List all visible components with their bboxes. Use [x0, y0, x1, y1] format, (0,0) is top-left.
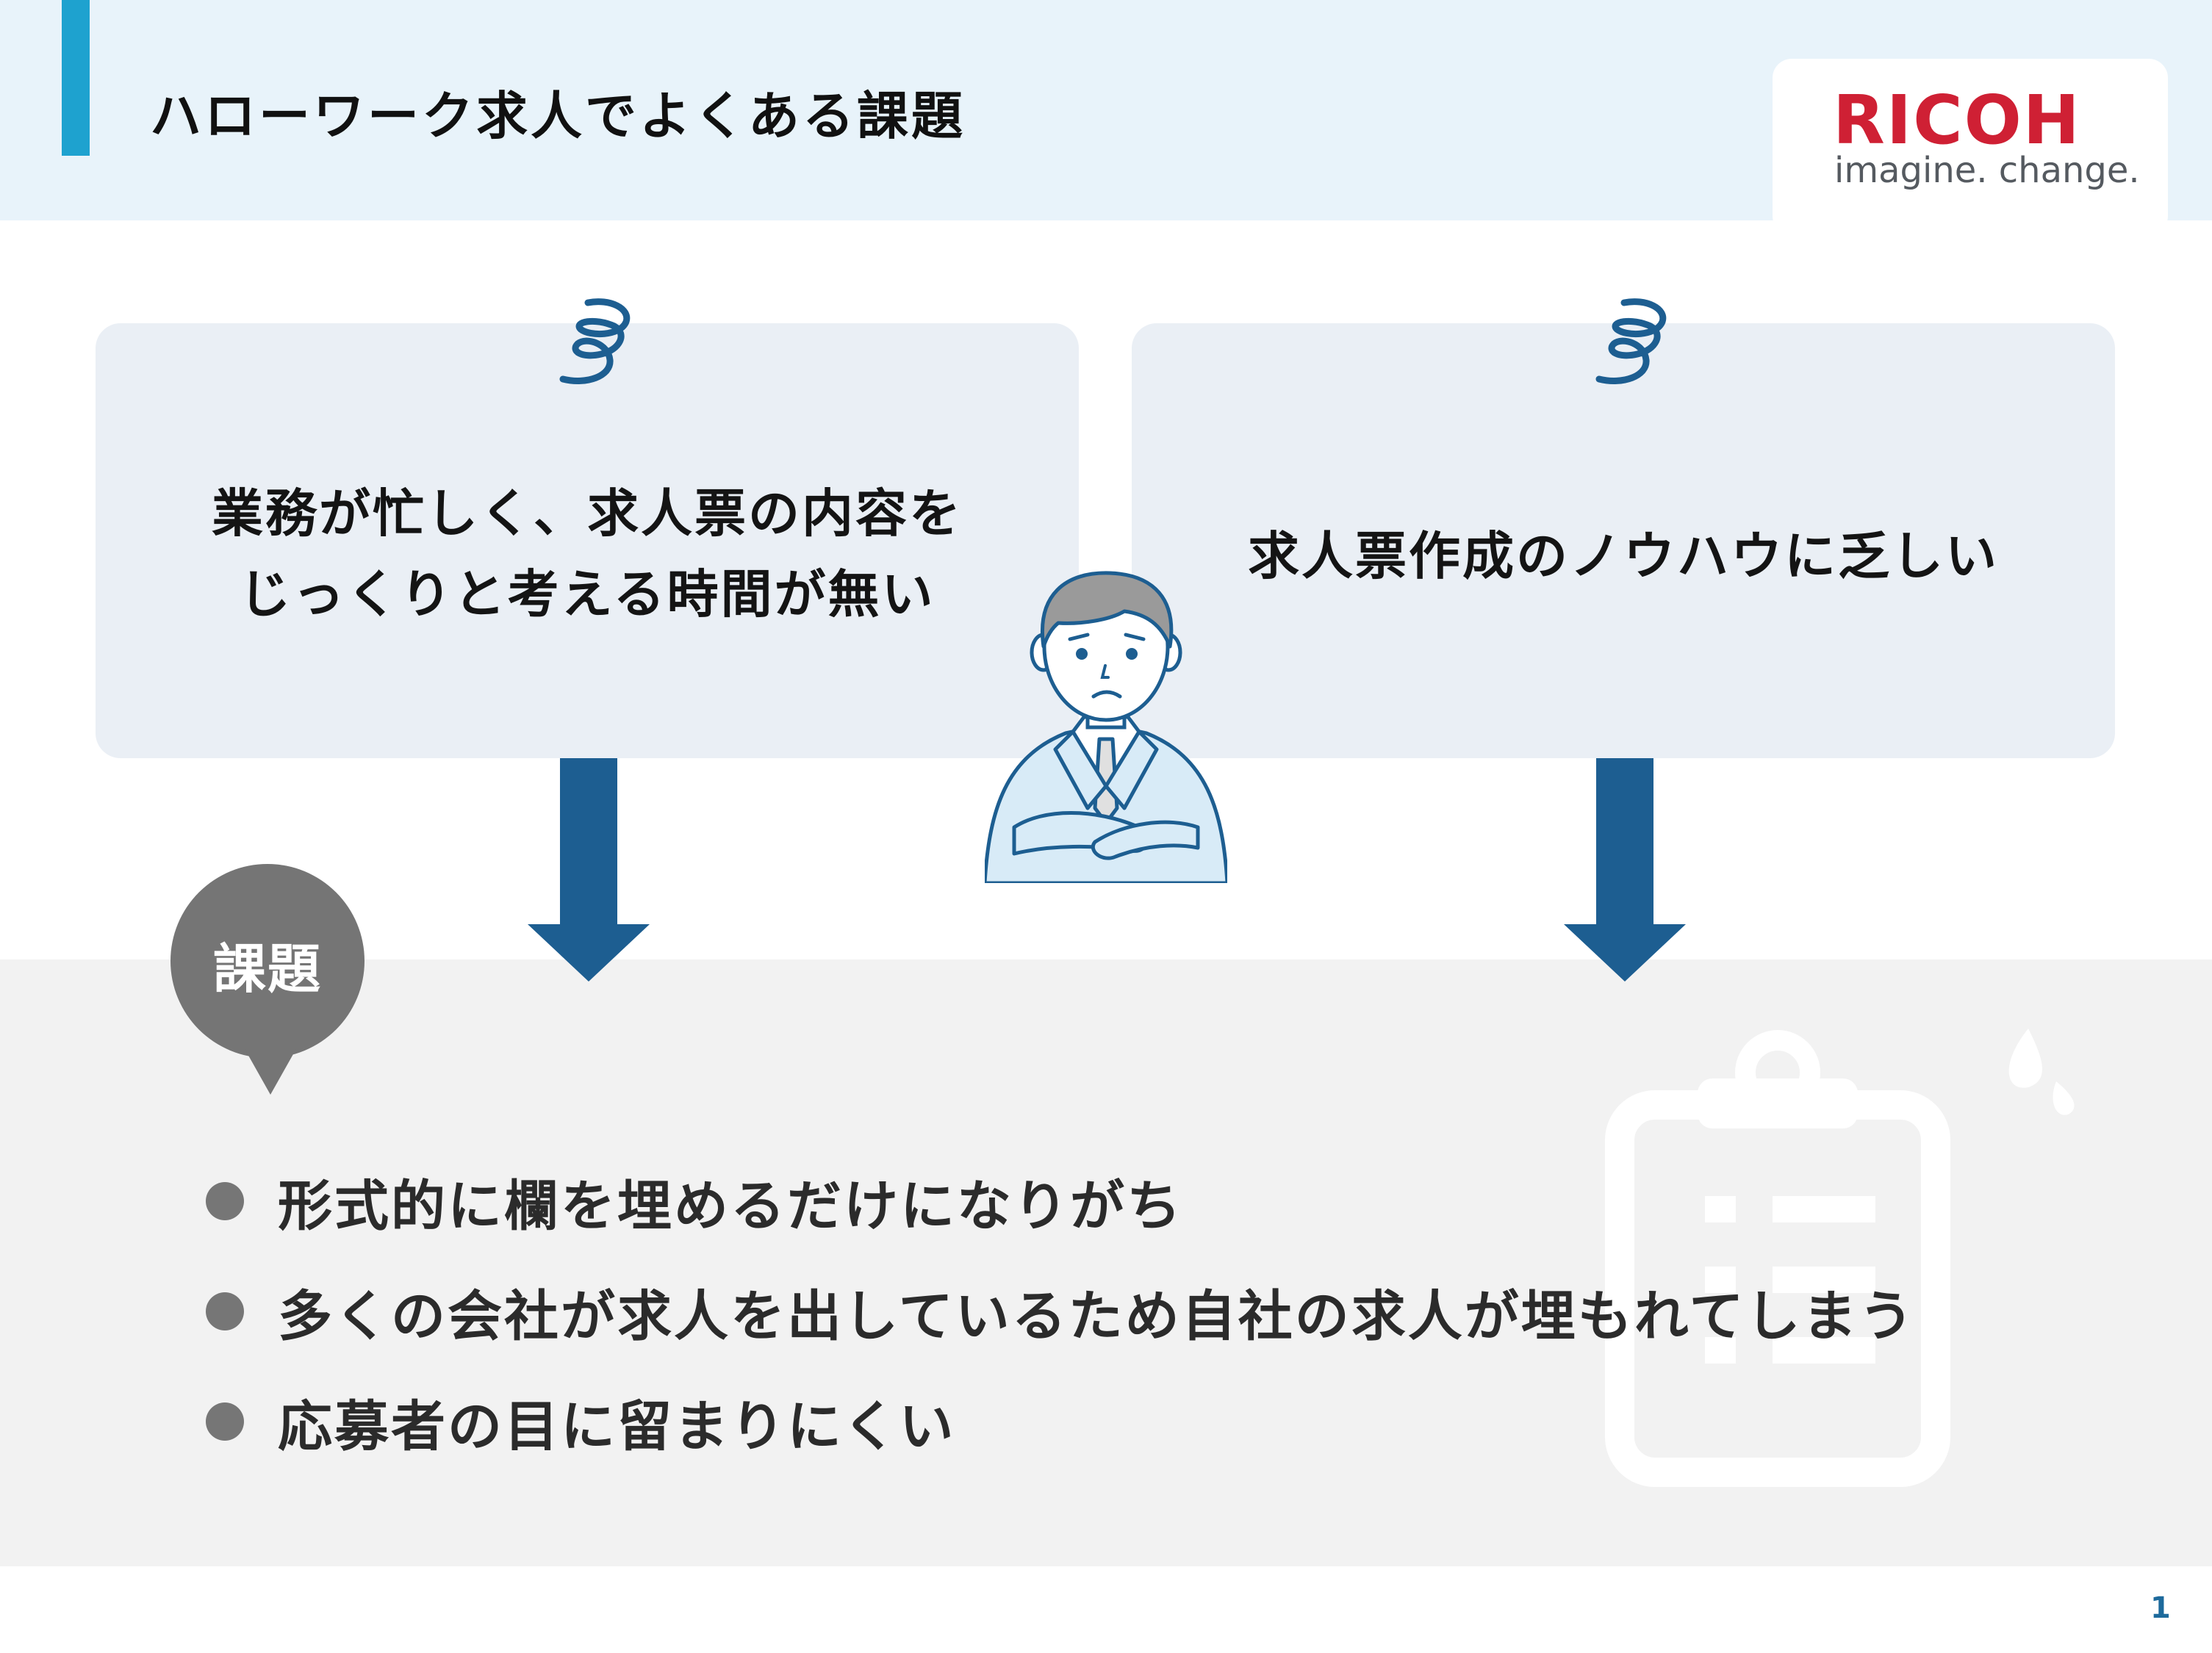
problem-card-busy: 業務が忙しく、求人票の内容を じっくりと考える時間が無い [96, 323, 1079, 758]
problem-line: 求人票作成のノウハウに乏しい [1248, 526, 1999, 586]
list-item: 多くの会社が求人を出しているため自社の求人が埋もれてしまう [206, 1256, 1916, 1366]
down-arrow-icon [528, 758, 650, 982]
logo-card [1773, 59, 2168, 235]
issue-text: 形式的に欄を埋めるだけになりがち [278, 1174, 1183, 1238]
problem-text: 業務が忙しく、求人票の内容を じっくりと考える時間が無い [96, 473, 1079, 635]
list-item: 形式的に欄を埋めるだけになりがち [206, 1146, 1916, 1256]
problem-line: 業務が忙しく、求人票の内容を [212, 483, 963, 544]
clipboard-icon [1605, 1029, 2075, 1487]
page-number: 1 [2150, 1591, 2171, 1625]
problem-text: 求人票作成のノウハウに乏しい [1132, 516, 2115, 597]
worried-businessman-illustration [985, 571, 1227, 883]
issue-list: 形式的に欄を埋めるだけになりがち 多くの会社が求人を出しているため自社の求人が埋… [206, 1146, 1916, 1477]
issue-text: 応募者の目に留まりにくい [278, 1394, 956, 1458]
bullet-dot [206, 1402, 244, 1441]
problem-line: じっくりと考える時間が無い [239, 564, 936, 624]
list-item: 応募者の目に留まりにくい [206, 1366, 1916, 1477]
issue-text: 多くの会社が求人を出しているため自社の求人が埋もれてしまう [278, 1284, 1916, 1348]
page-title: ハローワーク求人でよくある課題 [150, 86, 966, 146]
issues-badge-label: 課題 [212, 938, 322, 1000]
issues-badge [170, 864, 365, 1058]
title-accent-bar [62, 0, 90, 156]
swirl-icon [559, 298, 631, 384]
ricoh-logo: RICOH [1833, 81, 2081, 159]
down-arrow-icon [1564, 758, 1686, 982]
issues-badge-tail [244, 1048, 297, 1095]
bullet-dot [206, 1182, 244, 1220]
problem-card-knowhow: 求人票作成のノウハウに乏しい [1132, 323, 2115, 758]
swirl-icon [1595, 298, 1667, 384]
bullet-dot [206, 1292, 244, 1330]
logo-tagline: imagine. change. [1834, 150, 2140, 191]
